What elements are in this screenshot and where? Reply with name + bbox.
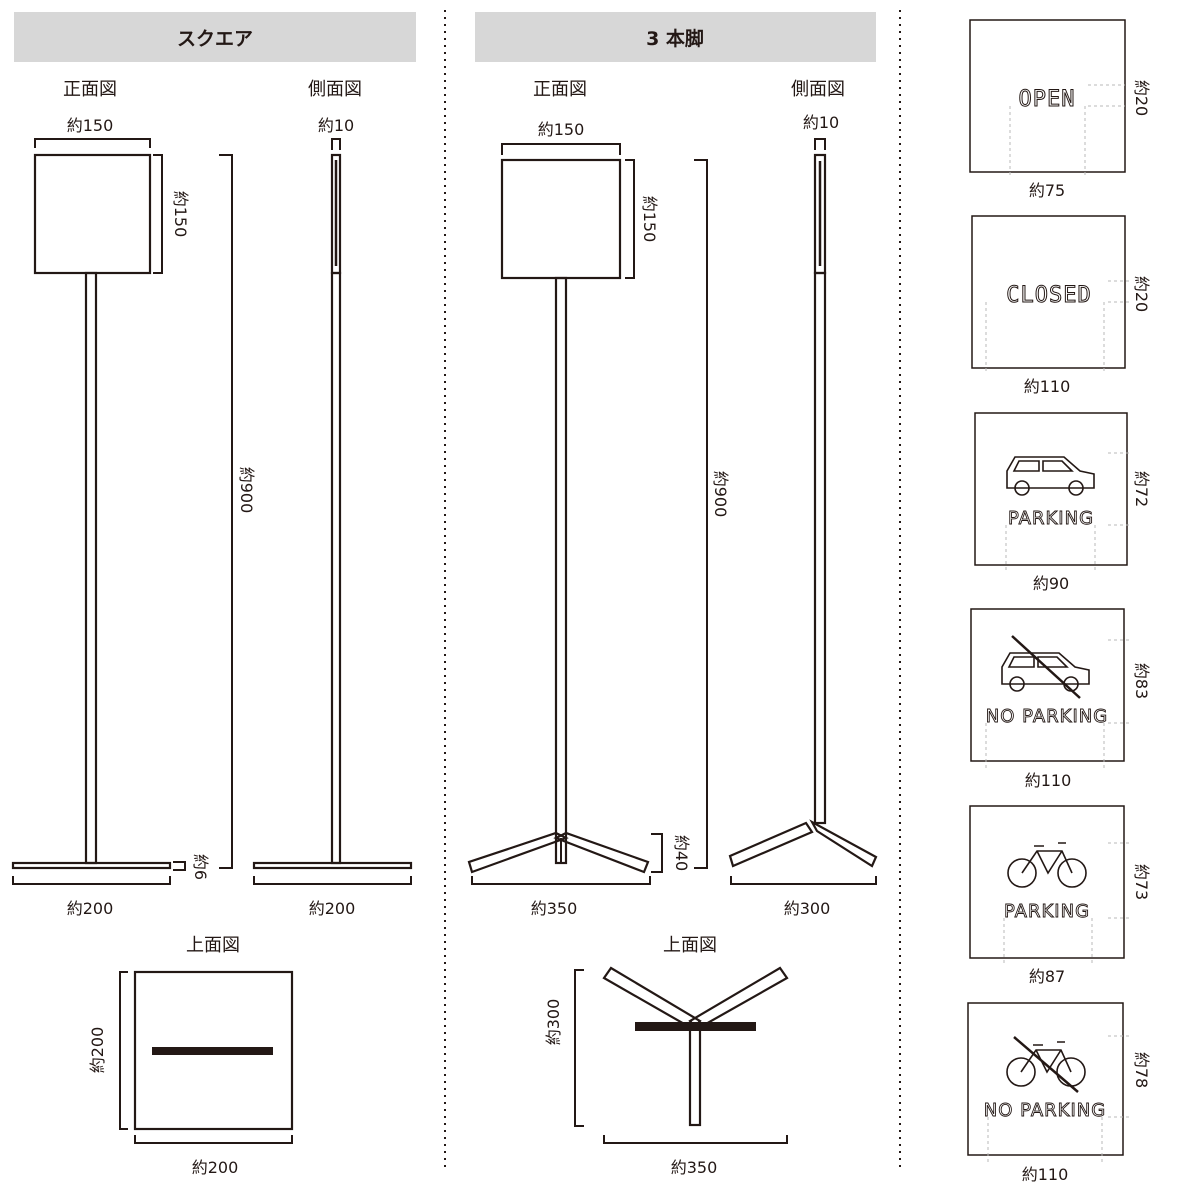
- sign-text: PARKING: [1008, 508, 1094, 529]
- tripod-top-depth-dim: 約300: [544, 999, 563, 1046]
- sign-height-dim: 約20: [1132, 80, 1151, 116]
- dimension-bracket: [34, 138, 151, 148]
- square-side-view: [252, 153, 413, 870]
- square-top-view-label: 上面図: [186, 935, 240, 956]
- square-side-view-label: 側面図: [308, 79, 362, 100]
- tripod-panel-height-dim: 約150: [640, 196, 659, 243]
- square-section-title: スクエア: [177, 28, 253, 50]
- tripod-top-view: [602, 966, 789, 1127]
- sign-height-dim: 約83: [1132, 663, 1151, 699]
- dimension-bracket: [625, 159, 635, 279]
- square-front-view: [11, 153, 172, 870]
- tripod-side-view-label: 側面図: [791, 79, 845, 100]
- no-bicycle-icon: [1006, 1036, 1086, 1093]
- dimension-bracket: [253, 876, 412, 885]
- dimension-bracket: [331, 138, 341, 150]
- tripod-top-width-dim: 約350: [671, 1158, 718, 1177]
- dimension-bracket: [651, 833, 663, 873]
- sign-text: PARKING: [1004, 901, 1090, 922]
- tripod-section-header: 3 本脚: [475, 12, 876, 62]
- square-total-height-dim: 約900: [237, 467, 256, 514]
- dimension-bracket: [173, 861, 186, 871]
- dimension-bracket: [12, 876, 171, 885]
- sign-width-dim: 約75: [1029, 181, 1065, 200]
- square-top-width-dim: 約200: [192, 1158, 239, 1177]
- sign-height-dim: 約72: [1132, 471, 1151, 507]
- sign-width-dim: 約90: [1033, 574, 1069, 593]
- sign-width-dim: 約110: [1025, 771, 1072, 790]
- dimension-bracket: [471, 876, 651, 885]
- sign-width-dim: 約110: [1024, 377, 1071, 396]
- sign-text: NO PARKING: [984, 1100, 1106, 1121]
- square-front-width-dim: 約150: [67, 116, 114, 135]
- tripod-side-view: [728, 153, 878, 868]
- sign-text: NO PARKING: [986, 706, 1108, 727]
- sign-height-dim: 約78: [1132, 1052, 1151, 1088]
- car-icon: [1006, 456, 1095, 496]
- dimension-bracket: [603, 1135, 788, 1144]
- sign-text: CLOSED: [1006, 283, 1091, 308]
- tripod-top-view-label: 上面図: [663, 935, 717, 956]
- dimension-bracket: [694, 159, 708, 869]
- sign-parking-car: PARKING 約72 約90: [974, 412, 1151, 593]
- dimension-bracket: [134, 1135, 293, 1144]
- square-side-base-dim: 約200: [309, 899, 356, 918]
- tripod-side-depth-dim: 約10: [803, 113, 839, 132]
- tripod-front-base-dim: 約350: [531, 899, 578, 918]
- sign-parking-bicycle: PARKING 約73 約87: [969, 805, 1151, 986]
- tripod-front-width-dim: 約150: [538, 120, 585, 139]
- tripod-side-base-dim: 約300: [784, 899, 831, 918]
- dimension-bracket: [730, 876, 877, 885]
- square-front-base-dim: 約200: [67, 899, 114, 918]
- dimension-bracket: [153, 154, 163, 274]
- square-top-depth-dim: 約200: [88, 1027, 107, 1074]
- tripod-front-view-label: 正面図: [533, 79, 587, 100]
- bicycle-icon: [1007, 842, 1087, 888]
- sign-no-parking-bicycle: NO PARKING 約78 約110: [967, 1002, 1151, 1184]
- tripod-leg-height-dim: 約40: [672, 835, 691, 871]
- square-base-thickness-dim: 約6: [191, 854, 210, 880]
- sign-text: OPEN: [1019, 87, 1076, 112]
- dimension-bracket: [814, 138, 826, 150]
- sign-no-parking-car: NO PARKING 約83 約110: [970, 608, 1151, 790]
- square-top-view: [133, 970, 294, 1131]
- sign-height-dim: 約20: [1132, 276, 1151, 312]
- sign-closed: CLOSED 約20 約110: [971, 215, 1151, 396]
- dimension-bracket: [574, 969, 584, 1127]
- dimension-bracket: [119, 971, 128, 1130]
- sign-open: OPEN 約20 約75: [969, 19, 1151, 200]
- tripod-total-height-dim: 約900: [711, 471, 730, 518]
- tripod-section-title: 3 本脚: [646, 27, 704, 50]
- square-side-depth-dim: 約10: [318, 116, 354, 135]
- square-front-view-label: 正面図: [63, 79, 117, 100]
- square-panel-height-dim: 約150: [171, 191, 190, 238]
- no-car-icon: [1001, 635, 1090, 699]
- dimension-bracket: [219, 154, 233, 869]
- sign-width-dim: 約87: [1029, 967, 1065, 986]
- sign-width-dim: 約110: [1022, 1165, 1069, 1184]
- sign-height-dim: 約73: [1132, 864, 1151, 900]
- square-section-header: スクエア: [14, 12, 416, 62]
- dimension-bracket: [501, 143, 621, 155]
- tripod-front-view: [467, 158, 650, 874]
